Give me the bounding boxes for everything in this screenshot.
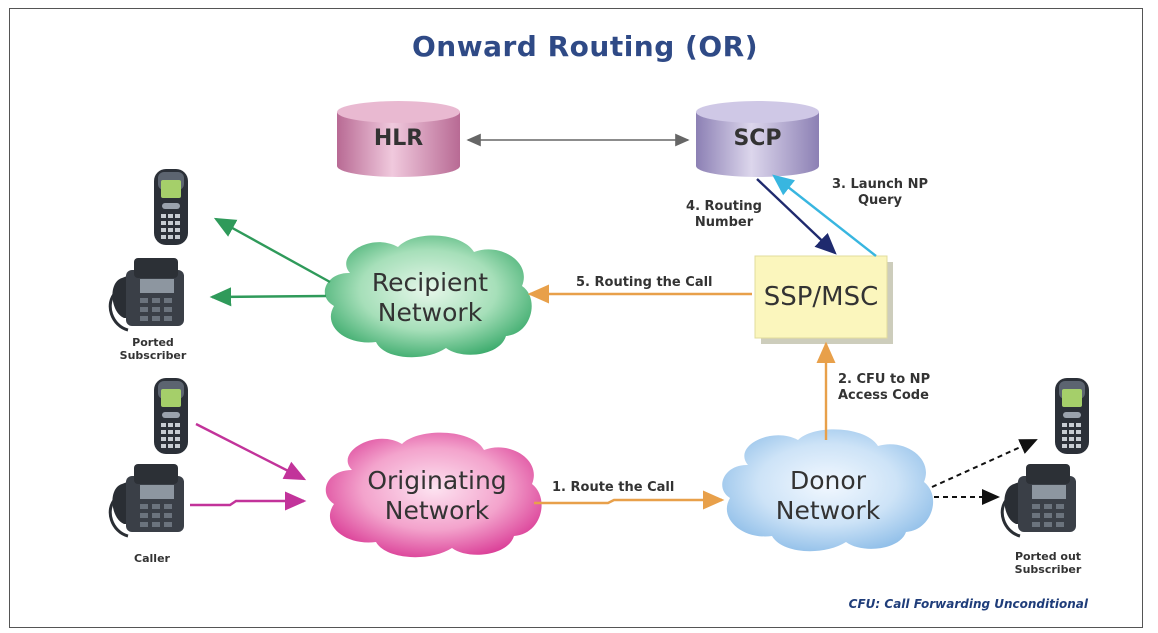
- footnote: CFU: Call Forwarding Unconditional: [848, 597, 1088, 611]
- step5-label: 5. Routing the Call: [576, 275, 713, 290]
- ssp-msc-box: [754, 255, 893, 344]
- originating-network-label: Originating Network: [367, 466, 507, 525]
- ported-out-deskphone-icon: [1000, 462, 1078, 538]
- ported-subscriber-deskphone-icon: [108, 256, 186, 332]
- ported-subscriber-label: Ported Subscriber: [119, 336, 187, 362]
- ssp-msc-label: SSP/MSC: [763, 282, 879, 312]
- step2-label: 2. CFU to NP Access Code: [838, 372, 931, 403]
- ported-subscriber-mobile-icon: [154, 169, 188, 245]
- ported-out-subscriber-label: Ported out Subscriber: [1014, 550, 1082, 576]
- hlr-label: HLR: [373, 126, 424, 151]
- recipient-to-mobile-arrow: [213, 217, 331, 284]
- caller-mobile-icon: [154, 378, 188, 454]
- recipient-network-cloud: [324, 235, 532, 358]
- scp-database: [696, 101, 819, 177]
- recipient-to-desk-arrow: [209, 287, 327, 307]
- step4-label: 4. Routing Number: [686, 199, 762, 230]
- step3-label: 3. Launch NP Query: [832, 177, 928, 208]
- ported-out-mobile-icon: [1055, 378, 1089, 454]
- scp-label: SCP: [733, 126, 782, 151]
- desk-caller-arrow: [190, 491, 307, 511]
- launch-np-query-arrow: [772, 174, 877, 257]
- donor-to-mobile-arrow: [931, 439, 1038, 488]
- caller-label: Caller: [134, 552, 170, 565]
- originating-network-cloud: [325, 432, 542, 558]
- diagram-title: Onward Routing (OR): [412, 30, 758, 63]
- recipient-network-label: Recipient Network: [371, 268, 489, 327]
- mobile-caller-arrow: [195, 422, 307, 481]
- caller-deskphone-icon: [108, 462, 186, 538]
- routing-number-arrow: [756, 178, 837, 255]
- step1-label: 1. Route the Call: [552, 480, 675, 495]
- donor-network-label: Donor Network: [775, 466, 881, 525]
- donor-network-cloud: [722, 429, 934, 552]
- hlr-database: [337, 101, 460, 177]
- route-the-call-arrow: [534, 490, 725, 510]
- diagram-frame: [9, 8, 1143, 628]
